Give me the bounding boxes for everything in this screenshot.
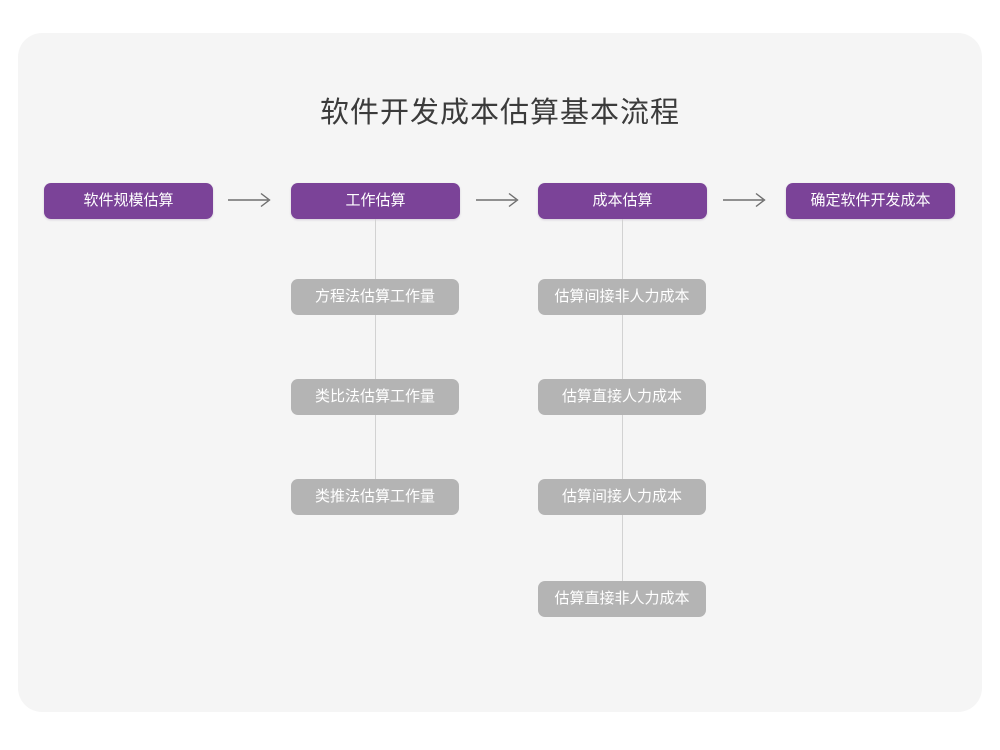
sub-box-analogy-method-effort[interactable]: 类比法估算工作量	[291, 379, 459, 415]
stage-box-determine-development-cost[interactable]: 确定软件开发成本	[786, 183, 955, 219]
stage-box-cost-estimation[interactable]: 成本估算	[538, 183, 707, 219]
sub-box-indirect-labor-cost[interactable]: 估算间接人力成本	[538, 479, 706, 515]
sub-box-direct-non-labor-cost[interactable]: 估算直接非人力成本	[538, 581, 706, 617]
arrow-right-icon	[228, 192, 274, 208]
stage-box-effort-estimation[interactable]: 工作估算	[291, 183, 460, 219]
page-title: 软件开发成本估算基本流程	[319, 97, 680, 129]
sub-box-indirect-non-labor-cost[interactable]: 估算间接非人力成本	[538, 279, 706, 315]
sub-box-direct-labor-cost[interactable]: 估算直接人力成本	[538, 379, 706, 415]
connector-line-cost-column	[622, 219, 623, 617]
sub-box-inference-method-effort[interactable]: 类推法估算工作量	[291, 479, 459, 515]
sub-box-equation-method-effort[interactable]: 方程法估算工作量	[291, 279, 459, 315]
connector-line-effort-column	[375, 219, 376, 515]
stage-box-software-scale-estimation[interactable]: 软件规模估算	[44, 183, 213, 219]
arrow-right-icon	[723, 192, 769, 208]
diagram-card-background	[18, 33, 982, 712]
arrow-right-icon	[476, 192, 522, 208]
